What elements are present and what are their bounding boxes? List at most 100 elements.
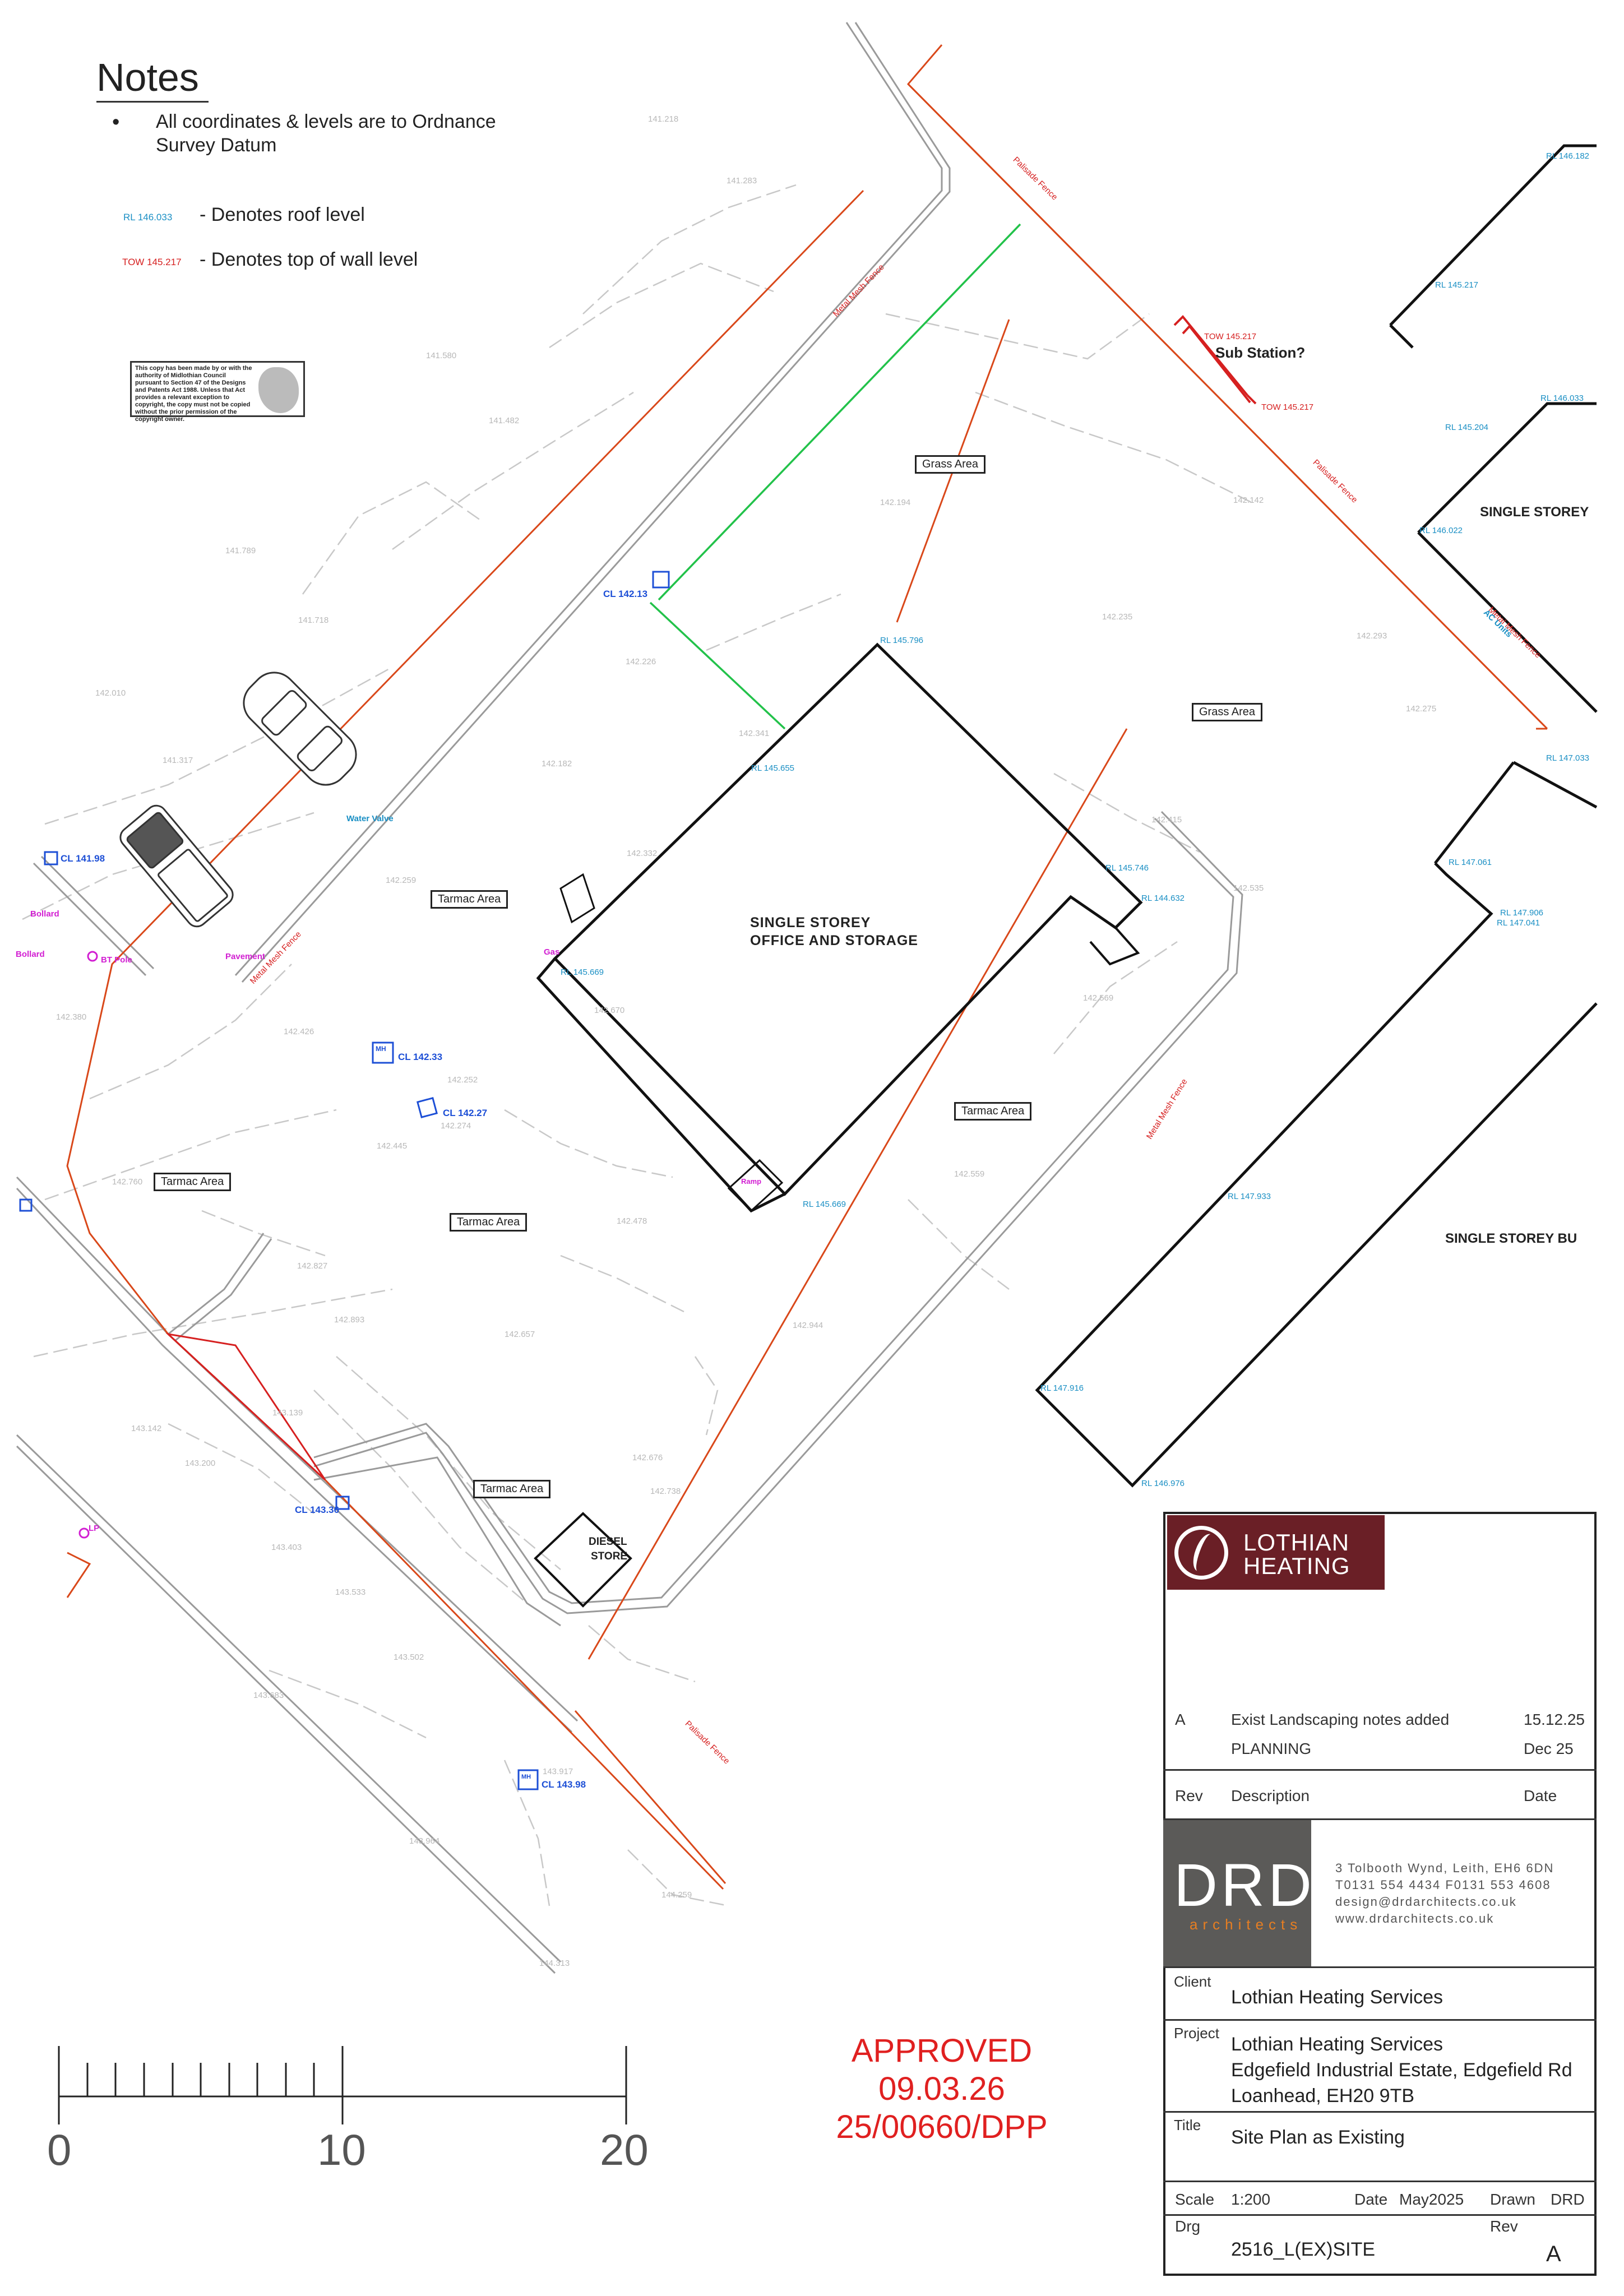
sub-station-label: Sub Station? [1215, 344, 1306, 361]
address-line: design@drdarchitects.co.uk [1335, 1895, 1517, 1909]
contour-lines [22, 184, 1256, 1907]
single-storey-label-bottom: SINGLE STOREY BU [1445, 1231, 1577, 1246]
car-pickup [119, 804, 234, 928]
rl-level: RL 145.796 [880, 636, 924, 645]
single-storey-label-top: SINGLE STOREY [1480, 504, 1589, 520]
sub-station-bracket [1173, 315, 1257, 405]
gas-box [559, 873, 595, 924]
architect-logo [1163, 1820, 1311, 1967]
title-block-divider [1163, 1769, 1597, 1771]
ramp-label: Ramp [741, 1177, 762, 1186]
spot-level: 142.569 [1083, 993, 1114, 1003]
spot-level: 142.893 [334, 1315, 365, 1325]
building-nib [1089, 927, 1140, 966]
kerb-lines [16, 22, 1243, 1974]
drawing-title: Site Plan as Existing [1231, 2127, 1405, 2148]
project-line1: Lothian Heating Services [1231, 2034, 1443, 2055]
spot-level: 141.718 [298, 615, 329, 625]
cl-level: CL 143.98 [542, 1779, 586, 1790]
spot-level: 144.259 [661, 1890, 692, 1900]
architect-logo-letters: DRD [1174, 1851, 1315, 1919]
rl-level: RL 144.632 [1141, 894, 1185, 903]
spot-level: 141.482 [489, 416, 520, 425]
lothian-heating-logo-icon [1174, 1526, 1228, 1580]
title-block-divider [1163, 2181, 1597, 2182]
manhole-label: MH [521, 1774, 531, 1780]
rl-level: RL 147.041 [1497, 918, 1540, 928]
rl-level: RL 147.933 [1228, 1192, 1271, 1201]
spot-level: 142.275 [1406, 704, 1437, 714]
scale-value: 1:200 [1231, 2191, 1271, 2208]
spot-level: 142.226 [626, 657, 656, 666]
title-block-divider [1163, 2019, 1597, 2021]
spot-level: 142.827 [297, 1261, 328, 1271]
tow-level-bottom: TOW 145.217 [1261, 402, 1314, 412]
spot-level: 141.283 [727, 176, 757, 186]
notes-underline [96, 101, 209, 103]
scale-label: Scale [1175, 2191, 1215, 2208]
cl-level: CL 142.33 [398, 1052, 443, 1062]
spot-level: 143.964 [409, 1836, 440, 1846]
drawn-label: Drawn [1490, 2191, 1535, 2208]
spot-level: 143.533 [335, 1587, 366, 1597]
diesel-store-label-1: DIESEL [589, 1536, 627, 1548]
adjacent-buildings [1035, 144, 1598, 1488]
drawn-value: DRD [1551, 2191, 1585, 2208]
lp-label: LP [89, 1524, 100, 1533]
planning-date: Dec 25 [1524, 1740, 1574, 1757]
office-label-line2: OFFICE AND STORAGE [750, 933, 918, 948]
tarmac-area-label-3: Tarmac Area [154, 1173, 232, 1191]
spot-level: 142.194 [880, 498, 911, 507]
rl-level: RL 147.906 [1500, 908, 1544, 918]
notes-bullet-dot: • [112, 110, 120, 134]
red-triangle [165, 1332, 326, 1481]
description-header: Description [1231, 1787, 1310, 1804]
date-value: May2025 [1399, 2191, 1464, 2208]
car-sedan [243, 672, 357, 786]
bollard-label-2: Bollard [30, 909, 59, 919]
bt-pole-label: BT Pole [101, 955, 132, 965]
spot-level: 142.559 [954, 1169, 985, 1179]
approval-reference: 25/00660/DPP [836, 2109, 1048, 2145]
grass-area-label-2: Grass Area [1192, 703, 1263, 721]
spot-level: 143.683 [253, 1691, 284, 1700]
spot-level: 143.403 [271, 1543, 302, 1552]
legend-wall-code: TOW 145.217 [122, 257, 182, 267]
architect-address: 3 Tolbooth Wynd, Leith, EH6 6DN T0131 55… [1335, 1860, 1554, 1927]
spot-level: 143.200 [185, 1459, 216, 1468]
gas-label: Gas [544, 947, 560, 957]
tarmac-area-label-4: Tarmac Area [450, 1213, 528, 1232]
project-line2: Edgefield Industrial Estate, Edgefield R… [1231, 2059, 1572, 2081]
title-block-divider [1163, 2214, 1597, 2216]
scale-label-20: 20 [600, 2125, 649, 2174]
copyright-text: This copy has been made by or with the a… [135, 365, 252, 423]
council-crest-icon [258, 367, 299, 413]
spot-level: 141.789 [225, 546, 256, 556]
project-label: Project [1174, 2025, 1219, 2042]
water-valve-label: Water Valve [346, 814, 394, 823]
legend-roof-text: - Denotes roof level [200, 204, 365, 225]
spot-level: 142.332 [627, 849, 658, 858]
rl-level: RL 146.976 [1141, 1479, 1185, 1488]
approval-line1: APPROVED [851, 2033, 1033, 2069]
rev-header: Rev [1175, 1787, 1203, 1804]
spot-level: 142.182 [542, 759, 572, 769]
spot-level: 143.142 [131, 1424, 162, 1433]
rl-level: RL 147.033 [1546, 753, 1590, 763]
green-service-line [649, 223, 1021, 730]
revision-value: A [1546, 2242, 1561, 2266]
office-label-line1: SINGLE STOREY [750, 915, 871, 931]
title-block-divider [1163, 2111, 1597, 2113]
drawing-number: 2516_L(EX)SITE [1231, 2239, 1376, 2260]
architect-logo-sub: architects [1190, 1916, 1303, 1933]
approval-date: 09.03.26 [878, 2071, 1005, 2107]
spot-level: 142.380 [56, 1012, 87, 1022]
spot-level: 141.218 [648, 114, 679, 124]
address-line: T0131 554 4434 F0131 553 4608 [1335, 1878, 1551, 1892]
approval-stamp: APPROVED 09.03.26 25/00660/DPP [807, 2032, 1076, 2146]
spot-level: 142.142 [1233, 496, 1264, 505]
drg-label: Drg [1175, 2218, 1201, 2235]
diesel-store-label-2: STORE [591, 1550, 628, 1562]
scale-label-0: 0 [47, 2125, 72, 2174]
